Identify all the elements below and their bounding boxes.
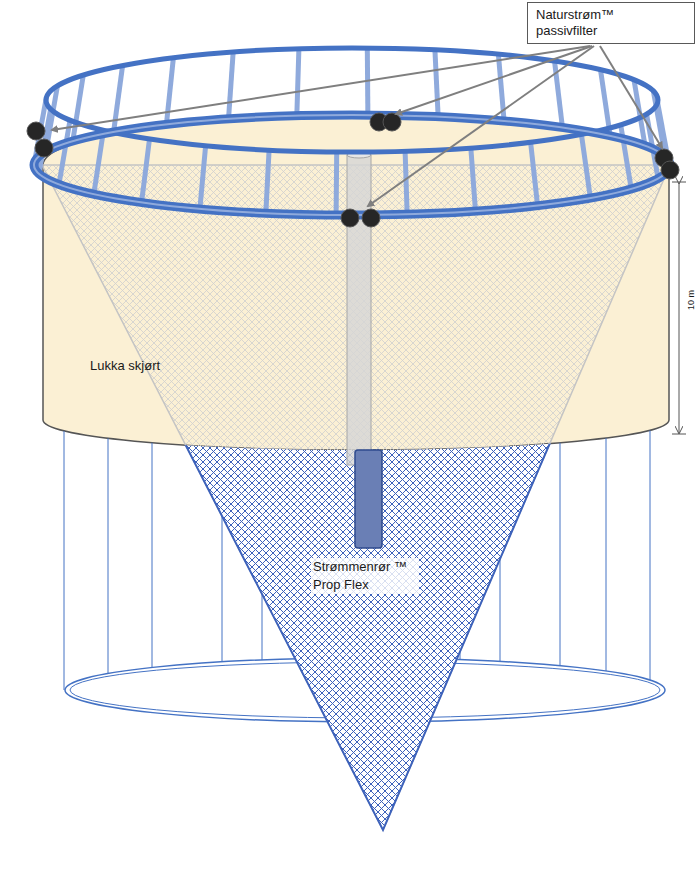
part-label: Strømmenrør ™ Prop Flex xyxy=(311,558,419,594)
callout-text: Naturstrøm™ passivfilter xyxy=(536,7,646,39)
skirt-label: Lukka skjørt xyxy=(90,358,160,374)
dimension-label: 10 m xyxy=(686,290,696,310)
skirt-shape xyxy=(42,115,670,455)
skirt-band: Lukka skjørt xyxy=(42,115,670,455)
callout-box: Naturstrøm™ passivfilter xyxy=(527,2,695,44)
